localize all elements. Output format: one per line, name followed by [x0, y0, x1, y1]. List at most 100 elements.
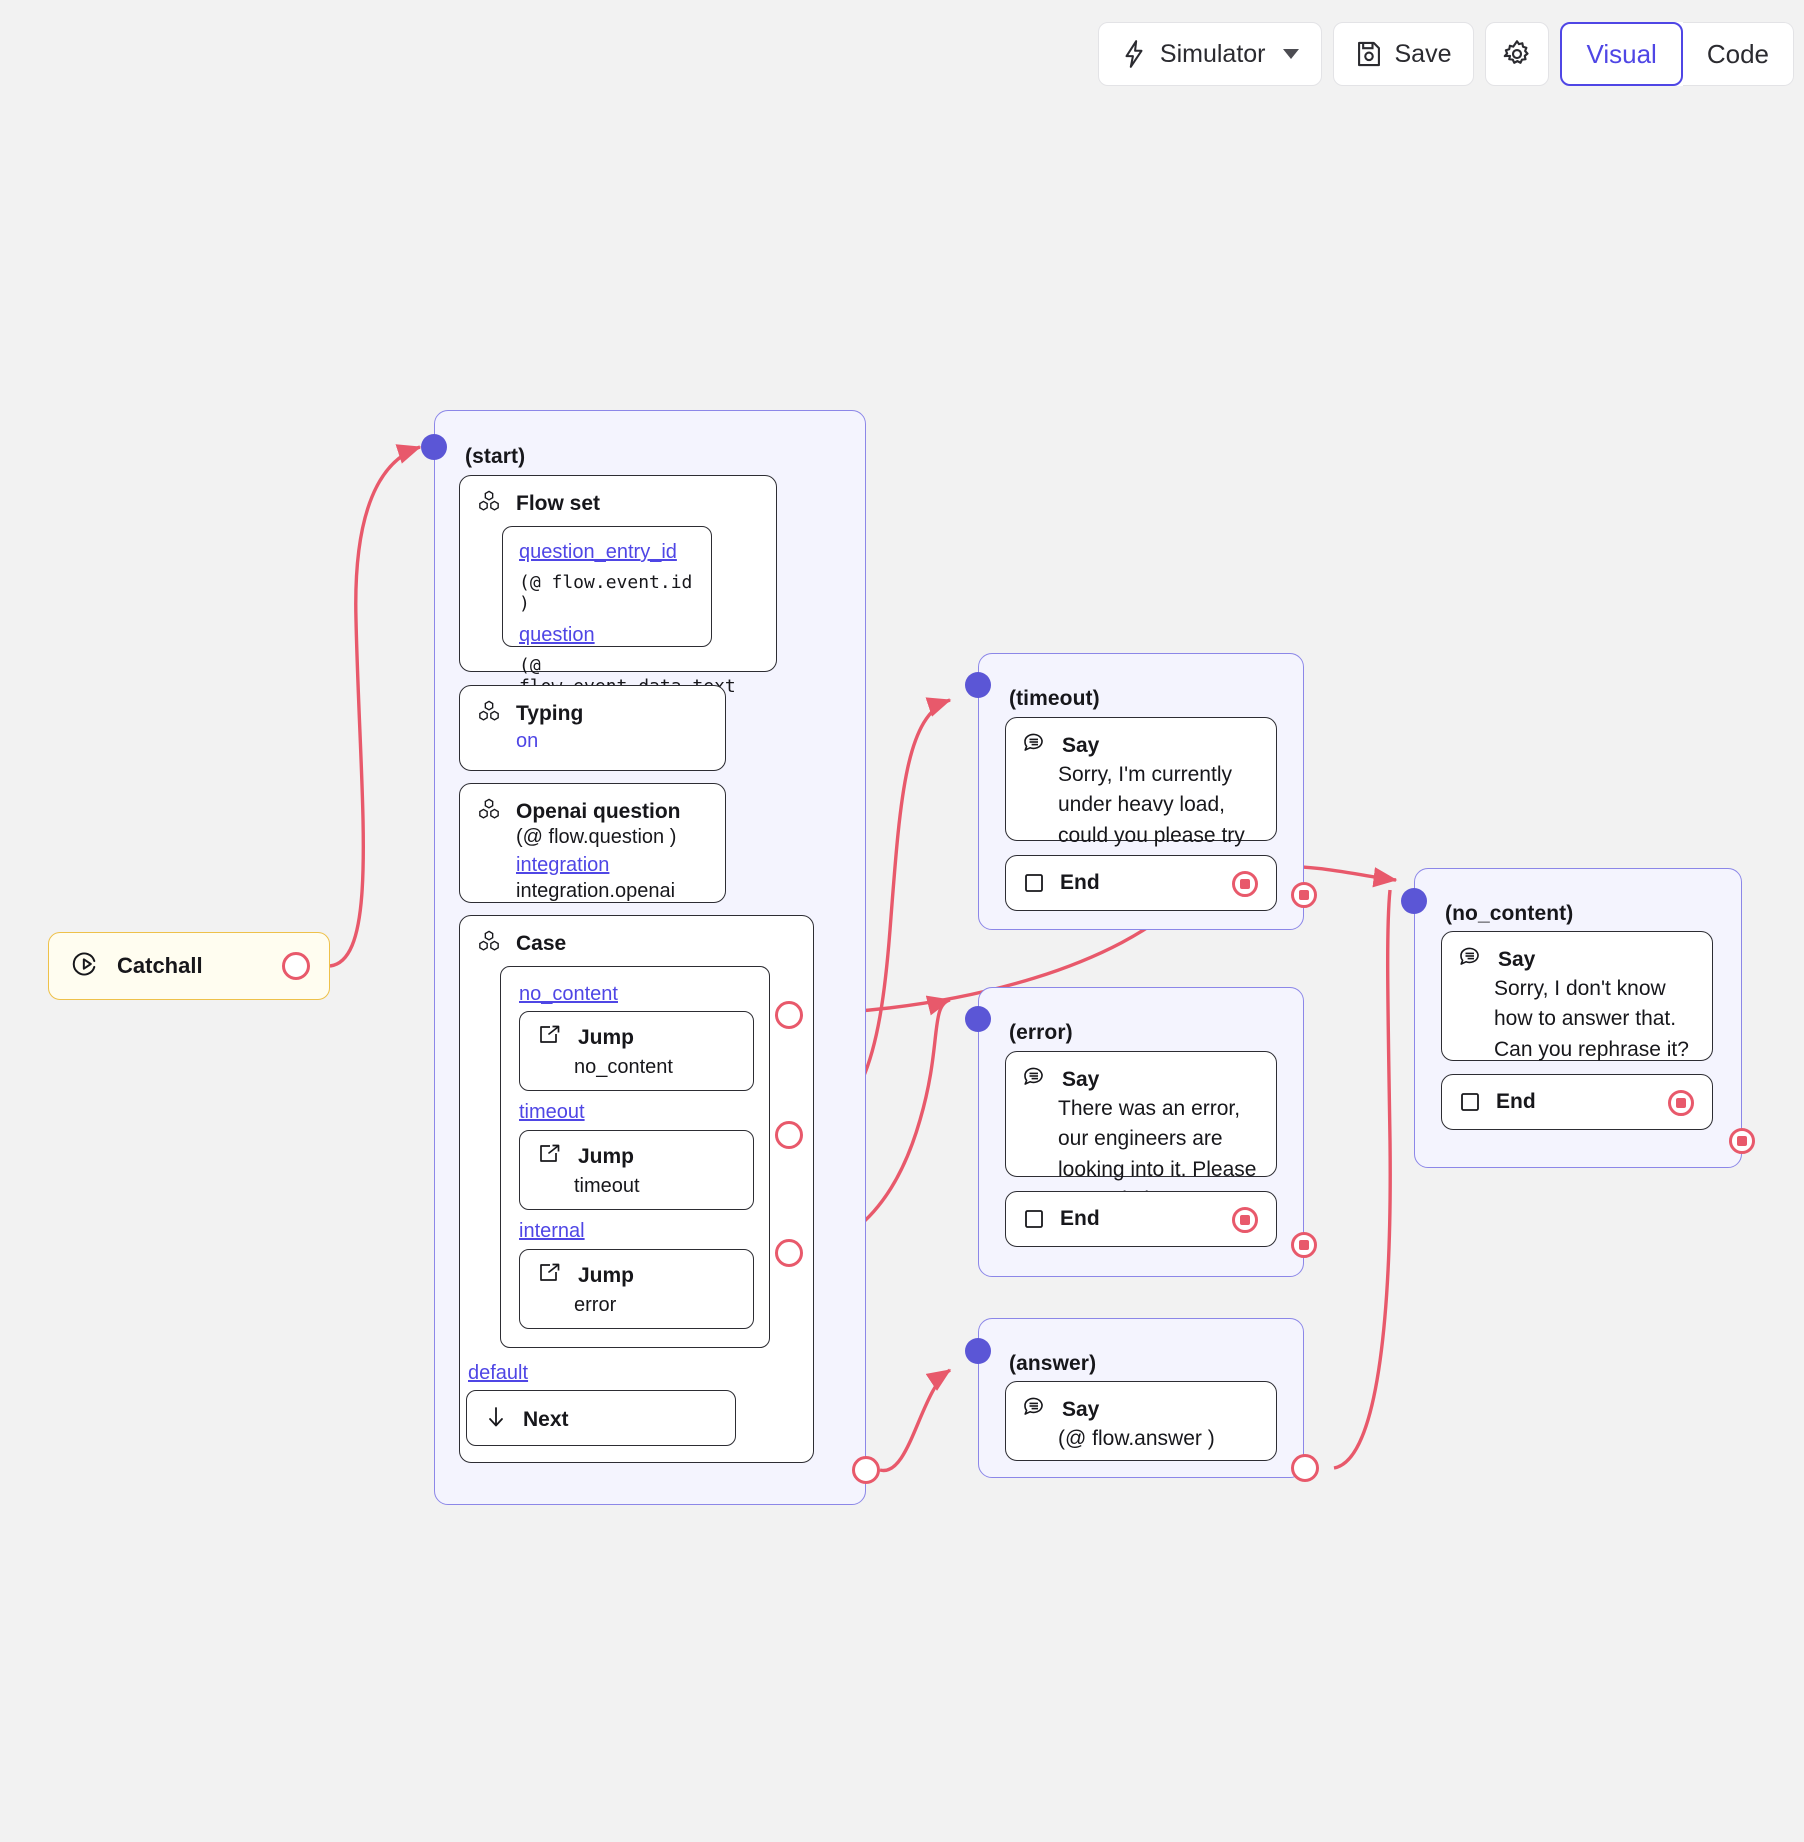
edge-catchall-to-start	[329, 444, 422, 968]
answer-say-card[interactable]: Say (@ flow.answer )	[1005, 1381, 1277, 1461]
edge-answer-to-no-content	[1333, 889, 1392, 1470]
speech-bubble-icon	[1458, 945, 1482, 974]
flow-set-title: Flow set	[516, 491, 601, 515]
openai-question-value: integration.openai	[516, 880, 676, 902]
no-content-say-card[interactable]: Say Sorry, I don't know how to answer th…	[1441, 931, 1713, 1061]
answer-node-output-port[interactable]	[1291, 1454, 1319, 1482]
blocks-icon	[478, 490, 500, 517]
error-node-title: (error)	[1009, 1021, 1073, 1044]
save-label: Save	[1394, 39, 1452, 68]
answer-node-input-port[interactable]	[965, 1338, 991, 1364]
answer-node-title: (answer)	[1009, 1352, 1097, 1375]
error-end-label: End	[1060, 1207, 1100, 1230]
start-node-title: (start)	[465, 445, 526, 468]
catchall-output-port[interactable]	[282, 952, 310, 980]
timeout-end-label: End	[1060, 871, 1100, 894]
error-node-end-port[interactable]	[1291, 1232, 1317, 1258]
case-branch-2-output-port[interactable]	[775, 1239, 803, 1267]
view-toggle: Visual Code	[1560, 22, 1794, 86]
case-branch-action-1: Jump	[578, 1144, 635, 1168]
case-branch-card-2[interactable]: Jump error	[519, 1249, 754, 1329]
error-end-card[interactable]: End	[1005, 1191, 1277, 1247]
jump-icon	[538, 1143, 562, 1170]
openai-question-expression: (@ flow.question )	[516, 826, 677, 848]
floppy-disk-icon	[1356, 40, 1382, 68]
jump-icon	[538, 1262, 562, 1289]
timeout-end-card[interactable]: End	[1005, 855, 1277, 911]
error-say-card[interactable]: Say There was an error, our engineers ar…	[1005, 1051, 1277, 1211]
case-branch-label-1[interactable]: timeout	[519, 1101, 585, 1123]
case-branch-card-0[interactable]: Jump no_content	[519, 1011, 754, 1091]
case-branch-action-2: Jump	[578, 1263, 635, 1287]
catchall-label: Catchall	[117, 953, 203, 978]
case-branch-label-2[interactable]: internal	[519, 1220, 585, 1242]
case-branches: no_content Jump no_content	[500, 966, 770, 1348]
timeout-node[interactable]: (timeout) Say Sorry, I'm currently under…	[978, 653, 1304, 930]
timeout-node-input-port[interactable]	[965, 672, 991, 698]
case-title: Case	[516, 931, 567, 955]
no-content-say-text: Sorry, I don't know how to answer that. …	[1494, 977, 1689, 1061]
save-button[interactable]: Save	[1332, 22, 1475, 86]
square-icon	[1024, 873, 1044, 893]
openai-question-key[interactable]: integration	[516, 854, 610, 876]
flow-set-key-1[interactable]: question	[519, 624, 595, 646]
no-content-node-end-port[interactable]	[1729, 1128, 1755, 1154]
no-content-node-input-port[interactable]	[1401, 888, 1427, 914]
case-branch-label-0[interactable]: no_content	[519, 983, 618, 1005]
timeout-node-end-port[interactable]	[1291, 882, 1317, 908]
timeout-say-title: Say	[1062, 733, 1100, 757]
square-icon	[1024, 1209, 1044, 1229]
gear-icon	[1502, 39, 1532, 69]
no-content-say-title: Say	[1498, 947, 1536, 971]
play-circle-icon	[71, 950, 99, 983]
no-content-end-label: End	[1496, 1090, 1536, 1113]
error-node[interactable]: (error) Say There was an error, our engi…	[978, 987, 1304, 1277]
blocks-icon	[478, 700, 500, 727]
simulator-button[interactable]: Simulator	[1097, 22, 1322, 86]
timeout-end-port[interactable]	[1232, 871, 1258, 897]
case-branch-action-0: Jump	[578, 1025, 635, 1049]
timeout-say-card[interactable]: Say Sorry, I'm currently under heavy loa…	[1005, 717, 1277, 877]
openai-question-card[interactable]: Openai question (@ flow.question ) integ…	[459, 783, 726, 903]
answer-node[interactable]: (answer) Say (@ flow.answer )	[978, 1318, 1304, 1478]
flow-set-value-0: (@ flow.event.id )	[519, 572, 693, 614]
tab-visual[interactable]: Visual	[1560, 22, 1683, 86]
lightning-icon	[1121, 39, 1147, 69]
chevron-down-icon	[1282, 49, 1299, 59]
error-end-port[interactable]	[1232, 1207, 1258, 1233]
case-default-label[interactable]: default	[468, 1362, 529, 1384]
top-toolbar: Simulator Save Visual C	[1097, 22, 1794, 86]
typing-card[interactable]: Typing on	[459, 685, 726, 771]
no-content-node[interactable]: (no_content) Say Sorry, I don't know how…	[1414, 868, 1742, 1168]
timeout-node-title: (timeout)	[1009, 687, 1100, 710]
arrow-down-icon	[485, 1405, 507, 1434]
speech-bubble-icon	[1022, 1395, 1046, 1424]
error-node-input-port[interactable]	[965, 1006, 991, 1032]
start-node-input-port[interactable]	[421, 434, 447, 460]
error-say-title: Say	[1062, 1067, 1100, 1091]
case-branch-target-0: no_content	[574, 1056, 673, 1078]
tab-code[interactable]: Code	[1682, 22, 1794, 86]
flow-set-key-0[interactable]: question_entry_id	[519, 541, 677, 563]
settings-button[interactable]	[1485, 22, 1550, 86]
case-branch-0-output-port[interactable]	[775, 1001, 803, 1029]
start-node-output-port[interactable]	[852, 1456, 880, 1484]
no-content-node-title: (no_content)	[1445, 902, 1574, 925]
flow-set-card[interactable]: Flow set question_entry_id (@ flow.event…	[459, 475, 777, 718]
case-card[interactable]: Case no_content Jump	[459, 915, 814, 1463]
edge-answer	[879, 1368, 952, 1472]
speech-bubble-icon	[1022, 731, 1046, 760]
case-default-card[interactable]: Next	[466, 1390, 736, 1446]
simulator-label: Simulator	[1159, 39, 1266, 68]
case-branch-target-2: error	[574, 1294, 617, 1316]
no-content-end-port[interactable]	[1668, 1090, 1694, 1116]
start-node[interactable]: (start) Flow set question_entry_id (@ fl…	[434, 410, 866, 1505]
typing-value: on	[516, 730, 539, 752]
case-branch-1-output-port[interactable]	[775, 1121, 803, 1149]
flow-set-values: question_entry_id (@ flow.event.id ) que…	[502, 526, 736, 718]
jump-icon	[538, 1024, 562, 1051]
no-content-end-card[interactable]: End	[1441, 1074, 1713, 1130]
case-branch-card-1[interactable]: Jump timeout	[519, 1130, 754, 1210]
answer-say-title: Say	[1062, 1397, 1100, 1421]
